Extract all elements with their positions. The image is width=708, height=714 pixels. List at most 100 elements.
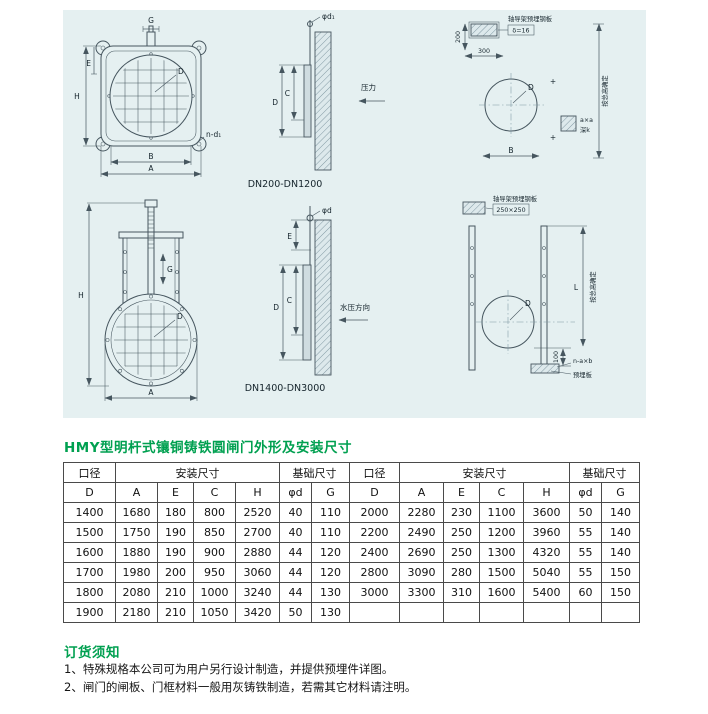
pocket-depth-label: 深k — [580, 125, 590, 134]
table-cell: 1000 — [193, 582, 236, 603]
table-cell: 1500 — [479, 562, 524, 583]
wall-section — [314, 219, 332, 376]
water-direction-label: 水压方向 — [340, 302, 370, 312]
column-header: A — [399, 482, 444, 503]
height-note-label: 按总高确定 — [600, 75, 609, 107]
drawing-section-tall: φd E C D 水压方向 — [273, 206, 370, 376]
table-cell: 1400 — [63, 502, 116, 523]
table-cell: 60 — [569, 582, 602, 603]
table-cell: 210 — [157, 582, 194, 603]
column-header: C — [479, 482, 524, 503]
table-cell: 850 — [193, 522, 236, 543]
table-cell: 250 — [443, 542, 480, 563]
dim-label-b: B — [148, 152, 153, 161]
caption-dn200-dn1200: DN200-DN1200 — [248, 179, 323, 190]
table-cell: 1700 — [63, 562, 116, 583]
table-cell: 2000 — [349, 502, 400, 523]
dim-label-a: A — [148, 388, 154, 397]
table-cell: 2180 — [115, 602, 158, 623]
table-cell: 110 — [311, 502, 350, 523]
table-group-header-row: 口径 安装尺寸 基础尺寸 口径 安装尺寸 基础尺寸 — [63, 462, 640, 483]
table-cell: 44 — [279, 582, 312, 603]
dim-label-d: D — [177, 312, 183, 321]
table-cell: 50 — [569, 502, 602, 523]
table-cell: 44 — [279, 562, 312, 583]
guide-rail-right — [540, 225, 548, 371]
table-cell: 120 — [311, 562, 350, 583]
table-cell: 1100 — [479, 502, 524, 523]
table-cell: 1300 — [479, 542, 524, 563]
table-cell — [523, 602, 570, 623]
table-cell: 2520 — [235, 502, 280, 523]
order-section-title: 订货须知 — [64, 645, 120, 661]
table-cell: 4320 — [523, 542, 570, 563]
caption-dn1400-dn3000: DN1400-DN3000 — [245, 383, 326, 394]
table-cell — [349, 602, 400, 623]
drawing-install-tall: 轴导架预埋钢板 250×250 D L 按总高确定 — [462, 194, 597, 379]
column-header: D — [349, 482, 400, 503]
table-cell: 1900 — [63, 602, 116, 623]
table-cell: 55 — [569, 542, 602, 563]
table-cell: 3420 — [235, 602, 280, 623]
table-cell: 1050 — [193, 602, 236, 623]
engineering-drawings: G H E D B A — [74, 12, 609, 401]
dim-label-b: B — [508, 146, 513, 155]
table-cell: 190 — [157, 542, 194, 563]
column-header: E — [157, 482, 194, 503]
embedded-plate — [462, 201, 486, 215]
table-cell: 1500 — [63, 522, 116, 543]
gate-plate — [302, 264, 312, 361]
table-cell: 950 — [193, 562, 236, 583]
pocket-box — [560, 115, 577, 132]
table-cell — [601, 602, 640, 623]
table-cell: 280 — [443, 562, 480, 583]
table-cell: 2080 — [115, 582, 158, 603]
group-header-diameter: 口径 — [349, 462, 400, 483]
group-header-install: 安装尺寸 — [115, 462, 280, 483]
table-cell: 110 — [311, 522, 350, 543]
table-cell: 140 — [601, 542, 640, 563]
column-header: H — [235, 482, 280, 503]
dim-label-a: A — [148, 164, 154, 173]
gate-plate — [303, 64, 312, 138]
table-cell: 800 — [193, 502, 236, 523]
table-cell: 5040 — [523, 562, 570, 583]
gate-disc — [109, 54, 193, 138]
table-cell: 900 — [193, 542, 236, 563]
plate-note-label: 轴导架预埋钢板 — [493, 194, 538, 203]
table-cell: 130 — [311, 582, 350, 603]
table-cell: 130 — [311, 602, 350, 623]
group-header-install: 安装尺寸 — [399, 462, 570, 483]
embed-plate-label: 预埋板 — [573, 370, 593, 379]
bottom-embedded-plate — [530, 363, 560, 374]
table-cell: 150 — [601, 562, 640, 583]
table-cell — [569, 602, 602, 623]
dim-label-d: D — [178, 67, 184, 76]
embedded-plate — [470, 23, 498, 37]
column-header: φd — [569, 482, 602, 503]
column-header: E — [443, 482, 480, 503]
table-cell: 2700 — [235, 522, 280, 543]
plus-mark: + — [550, 133, 556, 142]
plate-note-label: 轴导架预埋钢板 — [508, 14, 553, 23]
dim-label-c: C — [287, 296, 292, 305]
dim-label-300: 300 — [478, 48, 490, 55]
table-cell: 50 — [279, 602, 312, 623]
table-cell: 2280 — [399, 502, 444, 523]
table-cell: 310 — [443, 582, 480, 603]
table-cell: 230 — [443, 502, 480, 523]
dim-label-g: G — [167, 265, 173, 274]
table-cell: 3960 — [523, 522, 570, 543]
dim-label-g: G — [148, 16, 154, 25]
table-cell: 3300 — [399, 582, 444, 603]
dim-label-d: D — [273, 303, 279, 312]
table-column-header-row: D A E C H φd G D A E C H φd G — [63, 482, 640, 503]
table-cell: 55 — [569, 522, 602, 543]
table-cell: 2880 — [235, 542, 280, 563]
table-cell — [479, 602, 524, 623]
